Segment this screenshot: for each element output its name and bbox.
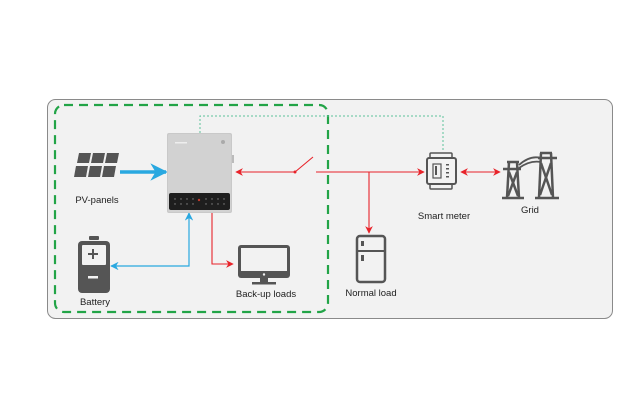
backup-boundary [53, 103, 330, 314]
grid-icon [502, 151, 559, 200]
normal-load-icon [355, 234, 387, 284]
battery-label: Battery [79, 297, 111, 308]
switch-blade [294, 156, 314, 173]
backup-loads-icon [238, 245, 290, 285]
normal-load-label: Normal load [345, 288, 397, 299]
inverter-icon [167, 133, 234, 213]
communication-line [199, 115, 444, 152]
grid-label: Grid [521, 205, 539, 216]
inverter-to-backup-arrow [211, 212, 234, 268]
smart-meter-icon [426, 152, 457, 190]
pv-panels-icon [74, 153, 119, 177]
pv-panels-label: PV-panels [75, 195, 119, 206]
backup-loads-label: Back-up loads [235, 289, 297, 300]
battery-icon [78, 236, 110, 293]
inverter-battery-arrow [110, 212, 194, 271]
smart-meter-label: Smart meter [417, 211, 471, 222]
